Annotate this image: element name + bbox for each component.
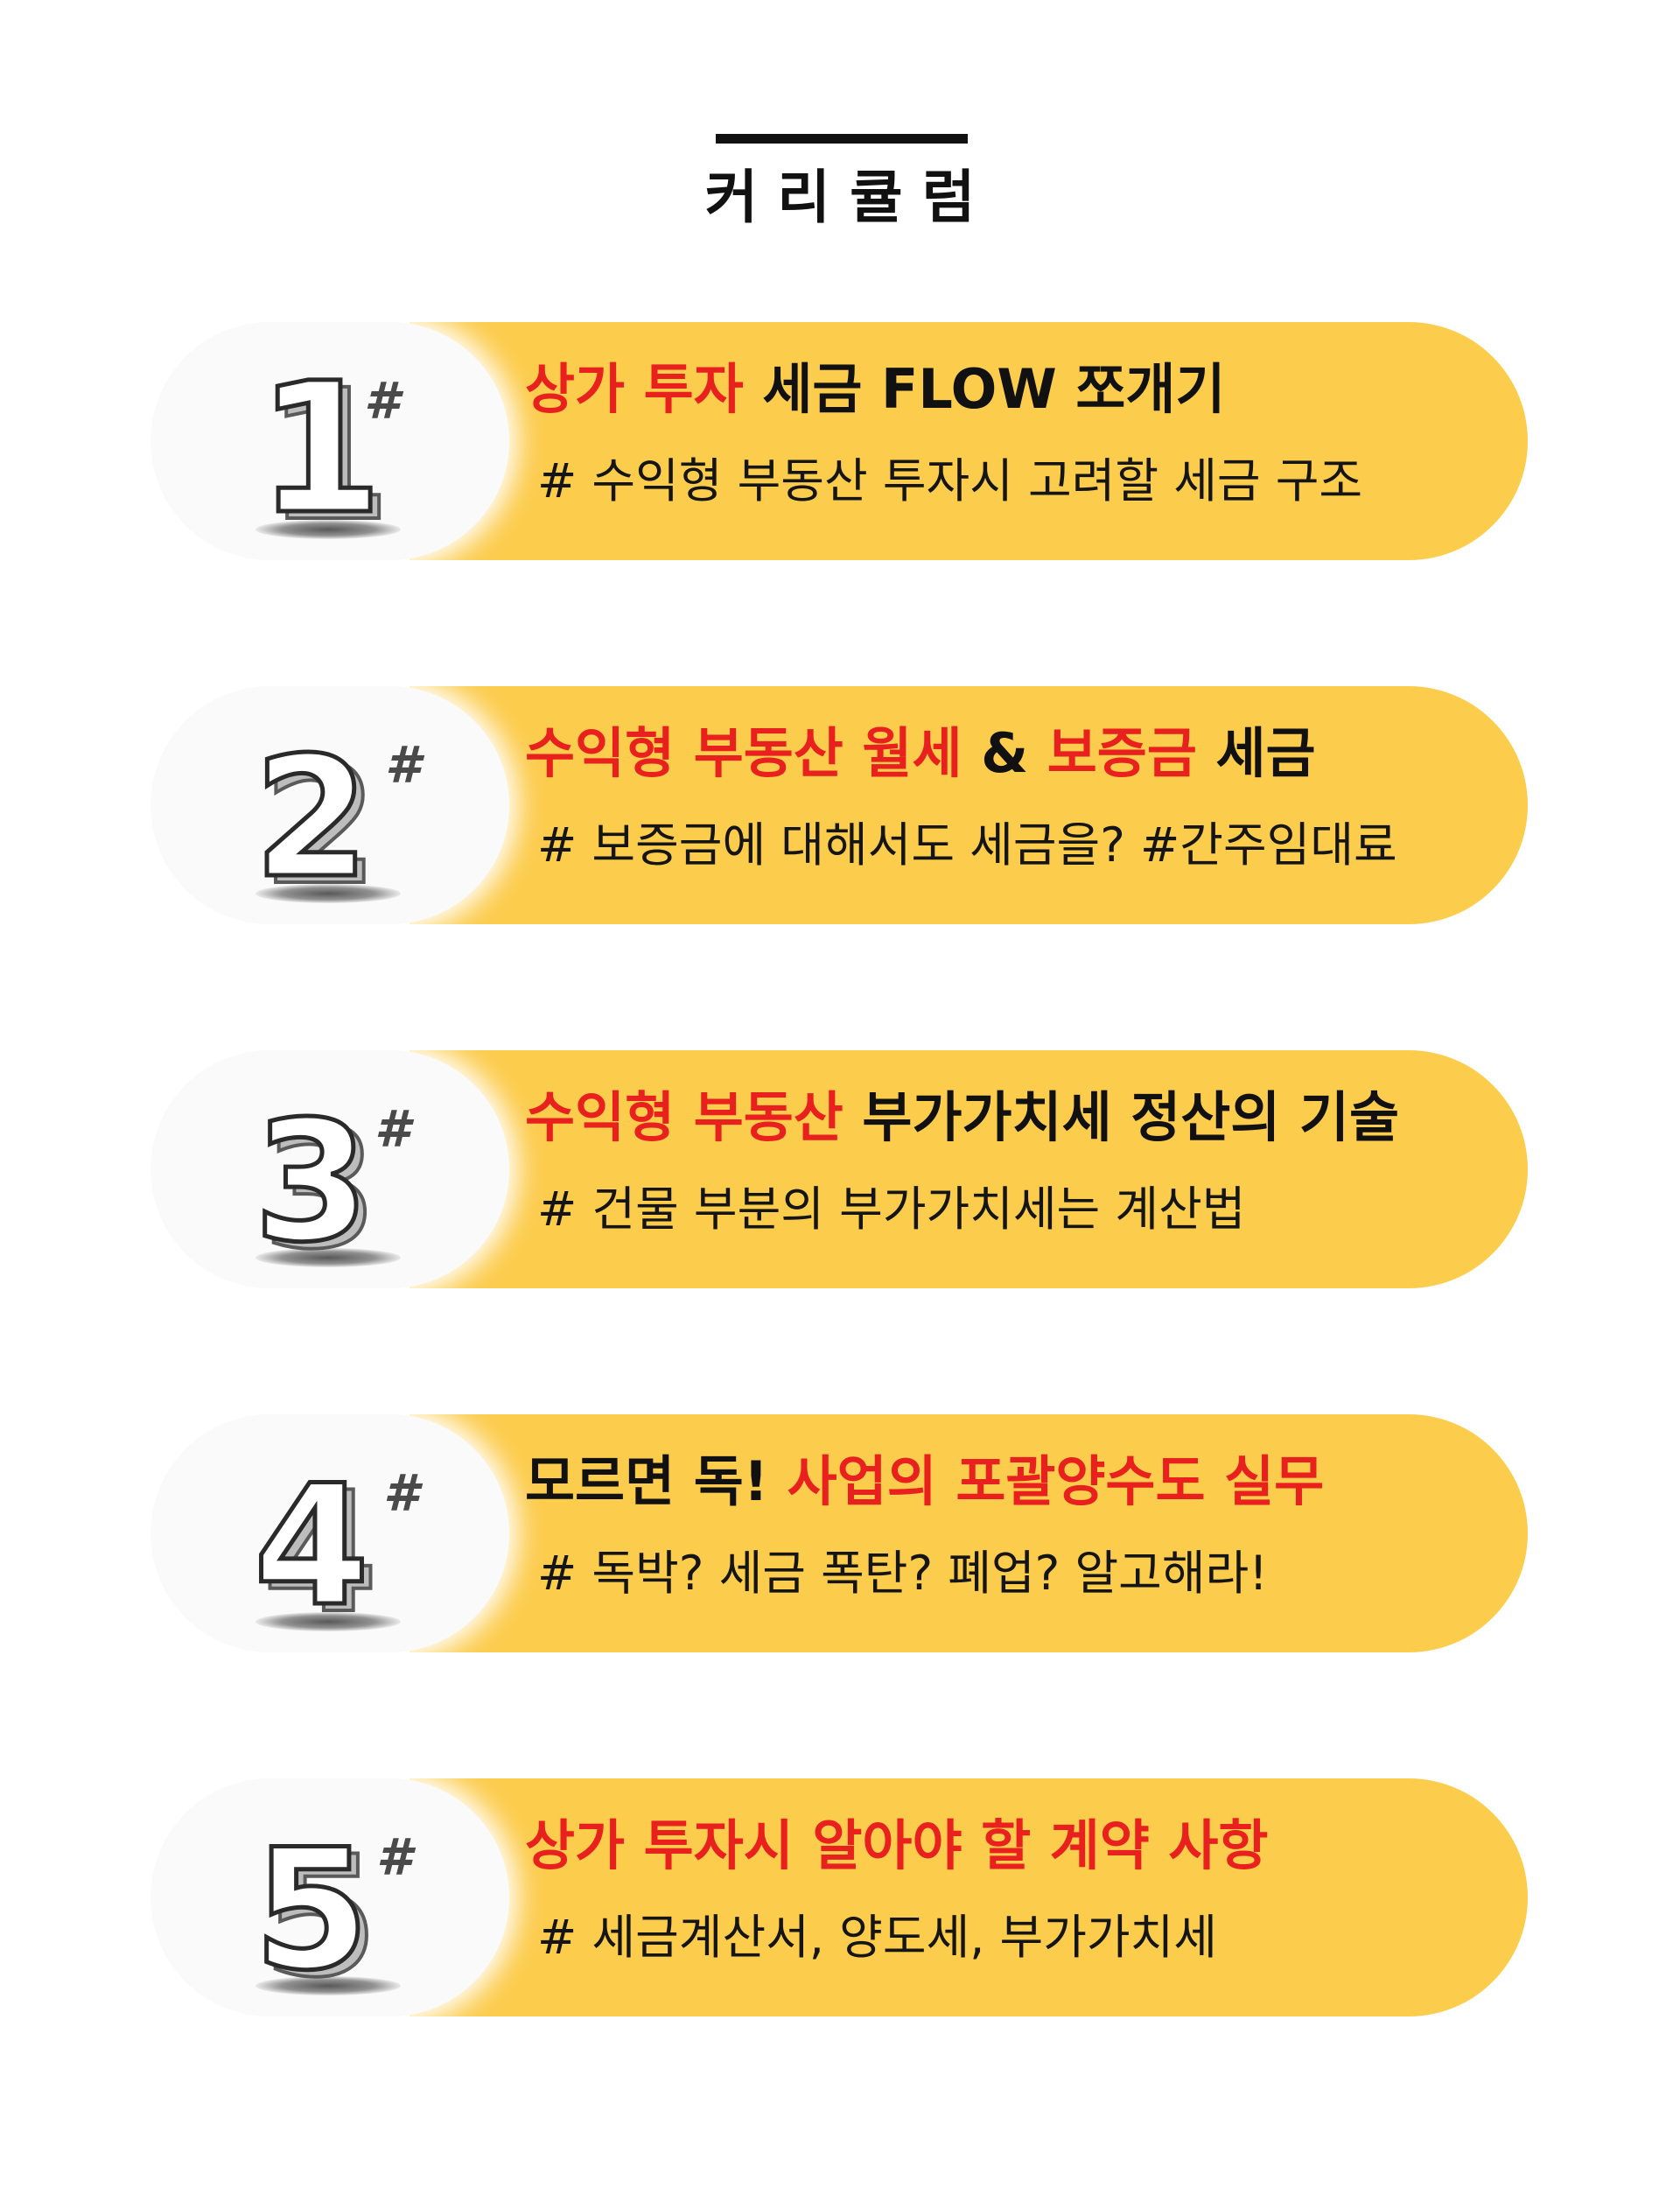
hash-mark: # xyxy=(364,371,404,431)
number-badge: 5 5 # xyxy=(236,1794,438,2016)
heading-bar xyxy=(716,134,968,144)
item-subtitle: # 건물 부분의 부가가치세는 계산법 xyxy=(537,1182,1246,1237)
title-part: 보증금 xyxy=(1046,721,1197,785)
number-digit: 3 xyxy=(254,1085,369,1279)
title-part: 상가 투자시 알아야 할 계약 사항 xyxy=(525,1813,1269,1877)
item-text: 모르면 독! 사업의 포괄양수도 실무 # 독박? 세금 폭탄? 폐업? 알고해… xyxy=(525,1414,1496,1652)
title-part: 상가 투자 xyxy=(525,357,744,421)
number-badge: 3 3 # xyxy=(236,1066,438,1288)
number-shadow xyxy=(256,1248,401,1267)
item-pill xyxy=(410,1778,1528,2016)
title-part: & xyxy=(962,721,1047,785)
title-part: 수익형 부동산 xyxy=(525,1085,844,1149)
title-part: 세금 FLOW 쪼개기 xyxy=(743,357,1226,421)
number-shadow xyxy=(256,1612,401,1631)
curriculum-item-2: 2 2 # 수익형 부동산 월세 & 보증금 세금 # 보증금에 대해서도 세금… xyxy=(0,686,1680,924)
number-graphic: 4 4 # xyxy=(252,1448,424,1652)
number-extrusion: 1 xyxy=(266,351,391,561)
curriculum-item-1: 1 1 # 상가 투자 세금 FLOW 쪼개기 # 수익형 부동산 투자시 고려… xyxy=(0,322,1680,564)
number-digit: 5 xyxy=(254,1813,369,2007)
number-graphic: 2 2 # xyxy=(252,719,426,924)
item-pill xyxy=(410,686,1528,924)
item-title: 모르면 독! 사업의 포괄양수도 실무 xyxy=(525,1444,1324,1519)
number-graphic: 5 5 # xyxy=(252,1812,417,2016)
item-text: 수익형 부동산 부가가치세 정산의 기술 # 건물 부분의 부가가치세는 계산법 xyxy=(525,1050,1496,1288)
number-graphic: 3 3 # xyxy=(252,1083,416,1288)
item-text: 상가 투자시 알아야 할 계약 사항 # 세금계산서, 양도세, 부가가치세 xyxy=(525,1778,1496,2016)
number-digit: 2 xyxy=(254,721,369,915)
hash-mark: # xyxy=(374,1099,415,1159)
number-shadow xyxy=(256,520,401,539)
curriculum-item-4: 4 4 # 모르면 독! 사업의 포괄양수도 실무 # 독박? 세금 폭탄? 폐… xyxy=(0,1414,1680,1652)
item-text: 상가 투자 세금 FLOW 쪼개기 # 수익형 부동산 투자시 고려할 세금 구… xyxy=(525,322,1496,560)
number-shadow xyxy=(256,884,401,903)
number-extrusion: 5 xyxy=(262,1820,378,2014)
item-title: 수익형 부동산 월세 & 보증금 세금 xyxy=(525,716,1316,791)
curriculum-item-3: 3 3 # 수익형 부동산 부가가치세 정산의 기술 # 건물 부분의 부가가치… xyxy=(0,1050,1680,1288)
number-extrusion: 2 xyxy=(262,728,378,922)
number-digit: 1 xyxy=(257,344,382,554)
item-subtitle: # 보증금에 대해서도 세금을? #간주임대료 xyxy=(537,817,1397,873)
number-badge: 1 1 # xyxy=(236,338,438,564)
page-title: 커리큘럼 xyxy=(704,164,995,231)
hash-mark: # xyxy=(376,1827,416,1887)
title-part: 부가가치세 정산의 기술 xyxy=(843,1085,1399,1149)
item-title: 수익형 부동산 부가가치세 정산의 기술 xyxy=(525,1080,1399,1155)
hash-mark: # xyxy=(383,1463,424,1523)
item-pill xyxy=(410,1050,1528,1288)
curriculum-item-5: 5 5 # 상가 투자시 알아야 할 계약 사항 # 세금계산서, 양도세, 부… xyxy=(0,1778,1680,2016)
item-subtitle: # 수익형 부동산 투자시 고려할 세금 구조 xyxy=(537,453,1363,508)
number-digit: 4 xyxy=(254,1449,369,1643)
item-subtitle: # 세금계산서, 양도세, 부가가치세 xyxy=(537,1910,1217,1965)
title-part: 수익형 부동산 월세 xyxy=(525,721,962,785)
item-text: 수익형 부동산 월세 & 보증금 세금 # 보증금에 대해서도 세금을? #간주… xyxy=(525,686,1496,924)
number-badge: 4 4 # xyxy=(236,1430,438,1652)
number-shadow xyxy=(256,1976,401,1995)
number-graphic: 1 1 # xyxy=(256,342,405,564)
item-title: 상가 투자시 알아야 할 계약 사항 xyxy=(525,1808,1268,1883)
title-part: 세금 xyxy=(1196,721,1316,785)
title-part: 모르면 독! xyxy=(525,1449,788,1513)
item-subtitle: # 독박? 세금 폭탄? 폐업? 알고해라! xyxy=(537,1546,1268,1601)
item-pill xyxy=(410,322,1528,560)
item-title: 상가 투자 세금 FLOW 쪼개기 xyxy=(525,352,1225,427)
number-extrusion: 3 xyxy=(262,1092,378,1286)
hash-mark: # xyxy=(385,735,425,795)
item-pill xyxy=(410,1414,1528,1652)
title-part: 사업의 포괄양수도 실무 xyxy=(787,1449,1325,1513)
number-badge: 2 2 # xyxy=(236,702,438,924)
number-extrusion: 4 xyxy=(262,1456,378,1650)
